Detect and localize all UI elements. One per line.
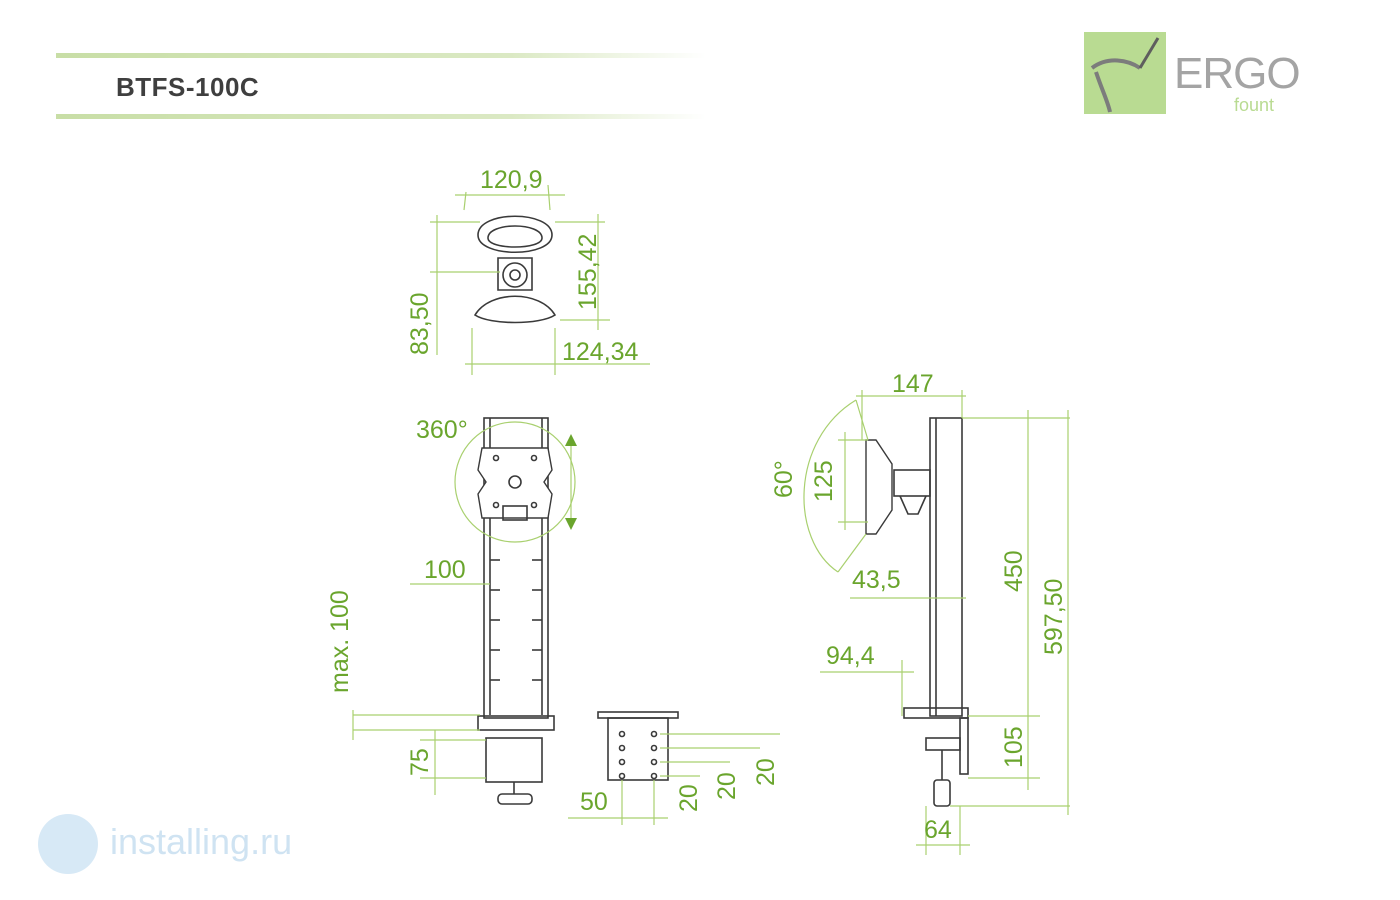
side-view: 147 60° 125 43,5 94,4 450 597,50 105 64 xyxy=(770,370,1070,855)
watermark-logo-icon xyxy=(38,814,98,874)
dim-hole-spacing-2: 20 xyxy=(713,772,741,800)
dim-tilt: 60° xyxy=(770,460,798,498)
watermark: installing.ru xyxy=(22,805,314,875)
logo-subword: fount xyxy=(1234,95,1275,115)
header-rule-top xyxy=(56,53,706,58)
dim-clamp-height: 75 xyxy=(406,748,434,776)
dim-base-width: 64 xyxy=(924,816,952,844)
dim-bracket-width: 50 xyxy=(580,788,608,816)
dim-offset-1: 43,5 xyxy=(852,566,901,594)
dim-pole-width: 100 xyxy=(424,556,466,584)
dim-top-width: 120,9 xyxy=(480,166,543,194)
brand-logo: ERGO fount xyxy=(1084,30,1301,126)
watermark-text: installing.ru xyxy=(110,821,293,862)
model-title: BTFS-100C xyxy=(116,72,260,102)
dim-hole-spacing-1: 20 xyxy=(675,784,703,812)
dim-top-base: 124,34 xyxy=(562,338,639,366)
top-view: 120,9 155,42 83,50 124,34 xyxy=(406,166,650,375)
header-rule-bottom xyxy=(56,114,706,119)
logo-mark-icon xyxy=(1084,32,1166,114)
front-view: 360° 100 max. 100 75 xyxy=(326,416,577,805)
dim-top-height: 83,50 xyxy=(406,292,434,355)
dim-total-height: 597,50 xyxy=(1040,579,1068,655)
logo-word: ERGO xyxy=(1174,49,1301,98)
bracket-view: 50 20 20 20 xyxy=(568,711,780,825)
dim-offset-2: 94,4 xyxy=(826,642,875,670)
dim-max-clamp: max. 100 xyxy=(326,590,354,693)
dim-arm-reach: 147 xyxy=(892,370,934,398)
dim-pole-height: 450 xyxy=(1000,550,1028,592)
dim-rotation: 360° xyxy=(416,416,468,444)
dim-hole-spacing-3: 20 xyxy=(752,758,780,786)
dim-top-depth: 155,42 xyxy=(574,234,602,310)
dim-plate: 125 xyxy=(810,460,838,502)
dim-clamp-height-side: 105 xyxy=(1000,726,1028,768)
